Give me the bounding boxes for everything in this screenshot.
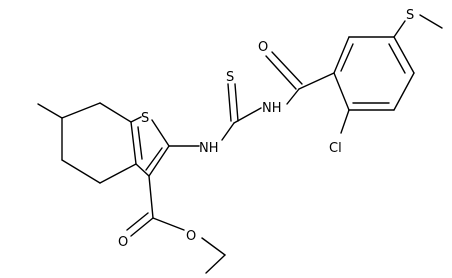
bond-ester-co-b — [126, 212, 149, 231]
bond-nh-amide-carbon — [286, 88, 300, 105]
bond-ester-co-a — [130, 217, 154, 237]
bond-amide-c-aryl — [298, 72, 335, 90]
bond-ring6-a — [61, 102, 101, 119]
bond-ethyl-ch2-ch3 — [205, 254, 226, 274]
bond-nh-cs — [221, 122, 235, 141]
bond-aryl-3 — [393, 36, 415, 74]
bond-aryl-3-inner — [388, 43, 406, 74]
bond-cs-double-a — [227, 83, 232, 122]
bond-c2-c3-inner — [145, 147, 163, 171]
bond-c2-c3 — [148, 145, 170, 177]
bond-ring6-b — [99, 102, 132, 123]
bond-methyl — [37, 103, 63, 119]
bond-s1-c2 — [151, 119, 170, 147]
bond-aryl-chlorine — [340, 109, 350, 134]
bond-amide-co-b — [271, 51, 303, 85]
atom-ring-sulfur: S — [141, 111, 149, 126]
atom-ester-carbonyl-oxygen: O — [118, 235, 128, 250]
bond-aryl-6 — [333, 72, 350, 111]
bond-lines — [37, 14, 443, 274]
bond-fused-c7a-c3a — [130, 121, 137, 165]
bond-fused-c7a-c3a-inner — [137, 126, 143, 160]
atom-thione-sulfur: S — [226, 70, 234, 85]
bond-c7a-s1 — [130, 116, 142, 123]
bond-aryl-sulfur — [393, 20, 406, 38]
bond-cs-double-b — [234, 83, 239, 122]
atom-nh-left: NH — [199, 141, 219, 156]
bond-c3-ester-carbon — [148, 175, 154, 219]
atom-amide-oxygen: O — [258, 40, 268, 55]
bond-sulfur-methyl — [419, 14, 443, 29]
bond-cs-nh — [233, 107, 262, 124]
bond-aryl-1-inner — [340, 43, 354, 72]
atom-chlorine: Cl — [329, 141, 342, 156]
atom-nh-right: NH — [262, 101, 282, 116]
bond-amide-co-a — [265, 55, 297, 90]
atom-labels: S NH S NH O S Cl O O — [118, 8, 414, 250]
bond-ring6-d — [61, 159, 101, 184]
bond-c3-c3a — [135, 163, 150, 177]
atom-thioether-sulfur: S — [406, 8, 414, 23]
bond-ester-o-ch2 — [201, 237, 226, 256]
bond-aryl-4 — [393, 72, 415, 111]
bond-ester-c-o — [152, 217, 185, 231]
bond-ring6-e — [99, 163, 137, 184]
atom-ester-ether-oxygen: O — [186, 229, 196, 244]
bond-aryl-1 — [333, 36, 350, 74]
